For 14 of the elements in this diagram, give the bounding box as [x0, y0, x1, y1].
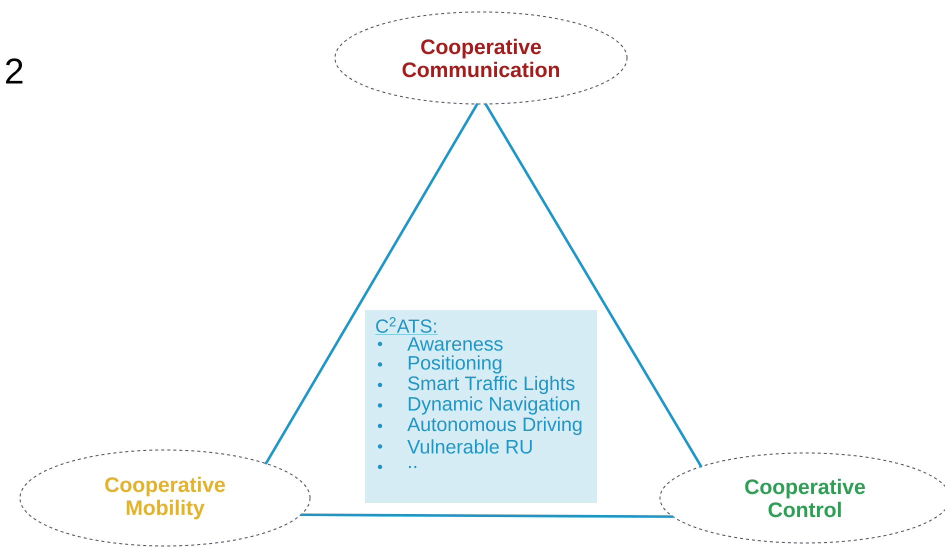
list-item: Dynamic Navigation	[408, 396, 580, 415]
figure-number: 2	[6, 58, 22, 84]
ellipse-node: Cooperative Communication	[334, 12, 628, 104]
ellipse-node: Cooperative Mobility	[20, 449, 310, 546]
list-item: Positioning	[408, 355, 502, 374]
list-heading: C$^{2}$ATS:	[375, 317, 438, 334]
list-item: Autonomous Driving	[407, 416, 582, 436]
list-item: Awareness	[407, 337, 503, 351]
list-item: ..	[408, 466, 416, 468]
triangle-side	[300, 513, 674, 518]
list-item: Vulnerable RU	[407, 439, 532, 454]
list-item: Smart Traffic Lights	[408, 376, 574, 394]
triangle-side	[264, 103, 478, 464]
triangle-side	[484, 103, 702, 468]
